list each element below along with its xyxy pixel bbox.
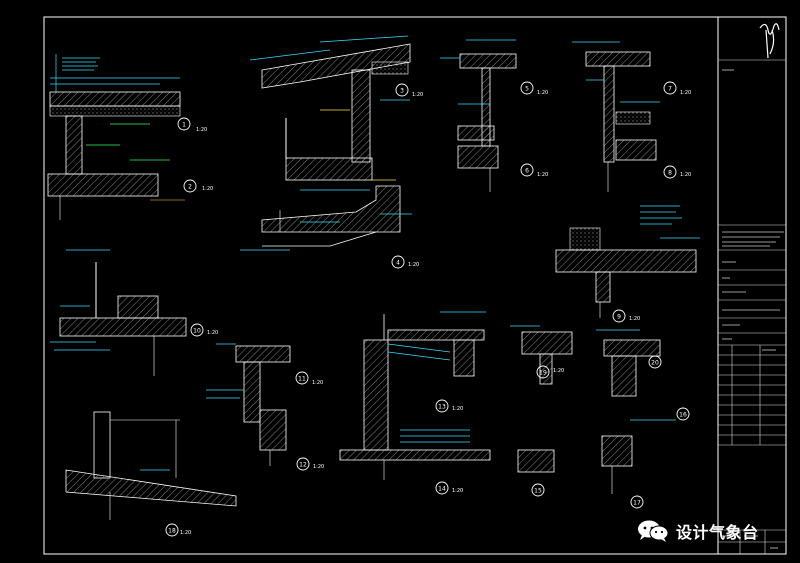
detail-number-circle: [435, 481, 449, 495]
detail-number-circle: [663, 81, 677, 95]
detail-4-section: [240, 185, 412, 251]
scale-label: 1:20: [408, 262, 419, 268]
detail-number-circle: [296, 457, 310, 471]
detail-number-circle: [520, 163, 534, 177]
detail-number-circle: [183, 179, 197, 193]
detail-number-label: 4: [396, 260, 400, 267]
signature-mark: [759, 23, 780, 59]
scale-label: 1:20: [629, 316, 640, 322]
scale-label: 1:20: [196, 127, 207, 133]
detail-number-label: 6: [525, 168, 529, 175]
detail-number-circle: [520, 81, 534, 95]
detail-number-circle: [190, 323, 204, 337]
detail-15-16-section: [596, 329, 676, 494]
detail-number-circle: [177, 117, 191, 131]
detail-number-circle: [536, 365, 550, 379]
scale-label: 1:20: [180, 530, 191, 536]
detail-17-section: [65, 411, 237, 520]
detail-number-circle: [676, 407, 690, 421]
detail-number-circle: [395, 83, 409, 97]
scale-label: 1:20: [553, 368, 564, 374]
detail-number-label: 8: [668, 170, 672, 177]
detail-number-circle: [663, 165, 677, 179]
detail-number-label: 16: [679, 412, 687, 419]
detail-number-label: 3: [400, 88, 404, 95]
scale-label: 1:20: [202, 186, 213, 192]
detail-number-circle: [165, 523, 179, 537]
drawing-border: [43, 16, 787, 555]
title-block: [718, 59, 786, 554]
detail-7-8-section: [572, 41, 660, 192]
detail-number-circle: [648, 355, 662, 369]
scale-label: 1:20: [537, 172, 548, 178]
detail-number-label: 9: [617, 314, 621, 321]
detail-3-section: [249, 35, 411, 191]
detail-12-section: [339, 311, 491, 480]
watermark-text: 设计气象台: [676, 523, 759, 542]
scale-label: 1:20: [207, 330, 218, 336]
detail-number-label: 1: [182, 122, 186, 129]
scale-label: 1:20: [412, 92, 423, 98]
detail-number-label: 18: [168, 528, 176, 535]
detail-number-label: 2: [188, 184, 192, 191]
detail-number-label: 10: [193, 328, 201, 335]
detail-number-label: 7: [668, 86, 672, 93]
watermark: 设计气象台: [636, 518, 759, 544]
detail-13-14-section: [510, 325, 573, 473]
detail-number-label: 13: [438, 404, 446, 411]
detail-10-section: [50, 249, 187, 376]
detail-5-6-section: [440, 39, 517, 192]
detail-number-circle: [612, 309, 626, 323]
detail-number-circle: [391, 255, 405, 269]
detail-number-label: 15: [534, 488, 542, 495]
detail-number-label: 5: [525, 86, 529, 93]
detail-number-label: 20: [651, 360, 659, 367]
scale-label: 1:20: [680, 172, 691, 178]
detail-number-circle: [531, 483, 545, 497]
detail-1-section: [47, 54, 185, 220]
detail-number-circle: [630, 495, 644, 509]
detail-number-label: 17: [633, 500, 641, 507]
scale-label: 1:20: [537, 90, 548, 96]
scale-label: 1:20: [452, 488, 463, 494]
detail-number-circle: [295, 371, 309, 385]
detail-9-section: [555, 205, 700, 318]
scale-label: 1:20: [680, 90, 691, 96]
detail-number-circle: [435, 399, 449, 413]
detail-number-label: 11: [298, 376, 306, 383]
scale-label: 1:20: [313, 464, 324, 470]
scale-label: 1:20: [452, 406, 463, 412]
detail-number-label: 14: [438, 486, 446, 493]
wechat-icon: [638, 520, 669, 542]
detail-number-label: 19: [539, 370, 547, 377]
detail-number-label: 12: [299, 462, 307, 469]
scale-label: 1:20: [312, 380, 323, 386]
detail-11-section: [206, 343, 291, 466]
